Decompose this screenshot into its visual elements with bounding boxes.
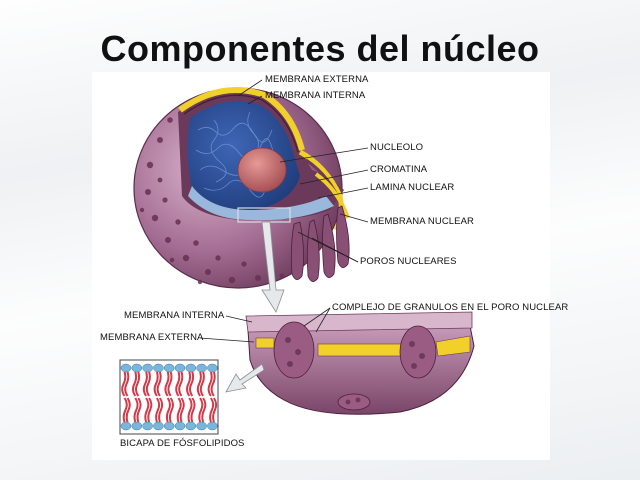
envelope-section xyxy=(245,311,475,415)
lipid-tail xyxy=(175,371,181,397)
lipid-head xyxy=(174,363,186,373)
lipid-tail xyxy=(136,397,142,423)
lipid-head xyxy=(120,363,132,373)
lipid-tail xyxy=(187,397,193,423)
lipid-tail xyxy=(158,397,164,423)
lipid-tail xyxy=(155,397,161,423)
lipid-head xyxy=(142,363,153,373)
lipid-head xyxy=(131,363,143,373)
lipid-tail xyxy=(142,371,148,397)
lipid-tail xyxy=(178,371,184,397)
lipid-tail xyxy=(167,371,173,397)
lipid-tail xyxy=(135,371,141,397)
lipid-head xyxy=(153,363,164,373)
lipid-tail xyxy=(165,397,171,423)
lipid-head xyxy=(120,421,132,431)
lipid-tail xyxy=(196,371,202,397)
lipid-head xyxy=(174,421,186,431)
lipid-tail xyxy=(186,371,192,397)
lipid-head xyxy=(163,363,175,373)
lipid-tail xyxy=(189,371,195,397)
label-nucleolo: NUCLEOLO xyxy=(370,142,424,153)
leader-lines xyxy=(199,79,369,343)
lipid-head xyxy=(185,421,197,431)
label-membrana-externa-top: MEMBRANA EXTERNA xyxy=(265,74,369,85)
label-membrana-externa-bottom: MEMBRANA EXTERNA xyxy=(100,332,204,343)
lipid-tail xyxy=(198,397,204,423)
lipid-tail xyxy=(133,397,139,423)
lipid-tail xyxy=(210,371,216,397)
label-lamina-nuclear: LAMINA NUCLEAR xyxy=(370,182,455,193)
lipid-tail xyxy=(156,371,162,397)
lipid-head xyxy=(131,421,143,431)
label-bicapa: BICAPA DE FÓSFOLIPIDOS xyxy=(120,438,245,449)
lipid-tail xyxy=(179,397,185,423)
lipid-head xyxy=(153,421,164,431)
label-membrana-nuclear: MEMBRANA NUCLEAR xyxy=(370,216,475,227)
lipid-head xyxy=(207,421,218,431)
lipid-head xyxy=(142,421,153,431)
label-poros-nucleares: POROS NUCLEARES xyxy=(360,256,457,267)
zoom-arrow xyxy=(261,221,285,313)
lipid-tail xyxy=(153,371,159,397)
lipid-head xyxy=(207,363,218,373)
lipid-tail xyxy=(190,397,196,423)
lipid-head xyxy=(196,363,207,373)
label-cromatina: CROMATINA xyxy=(370,164,428,175)
lipid-tail xyxy=(176,397,182,423)
lipid-head xyxy=(185,363,197,373)
lipid-tail xyxy=(145,371,151,397)
lipid-head xyxy=(163,421,175,431)
lipid-tail xyxy=(121,371,127,397)
slide-title: Componentes del núcleo xyxy=(100,28,540,69)
phospholipid-bilayer xyxy=(119,359,219,435)
label-complejo-granulos: COMPLEJO DE GRANULOS EN EL PORO NUCLEAR xyxy=(332,302,569,313)
lipid-tail xyxy=(201,397,207,423)
lipid-tail xyxy=(132,371,138,397)
bilayer-arrow xyxy=(225,363,265,393)
label-membrana-interna-top: MEMBRANA INTERNA xyxy=(265,90,366,101)
label-membrana-interna-bottom: MEMBRANA INTERNA xyxy=(124,310,225,321)
lipid-tail xyxy=(125,397,131,423)
lipid-tail xyxy=(209,397,215,423)
lipid-tail xyxy=(144,397,150,423)
nucleus-sphere xyxy=(133,87,350,289)
lipid-tail xyxy=(124,371,130,397)
lipid-tail xyxy=(207,371,213,397)
lipid-tail xyxy=(212,397,218,423)
lipid-tail xyxy=(164,371,170,397)
lipid-tail xyxy=(168,397,174,423)
lipid-head xyxy=(196,421,207,431)
lipid-tail xyxy=(199,371,205,397)
lipid-tail xyxy=(122,397,128,423)
lipid-tail xyxy=(147,397,153,423)
